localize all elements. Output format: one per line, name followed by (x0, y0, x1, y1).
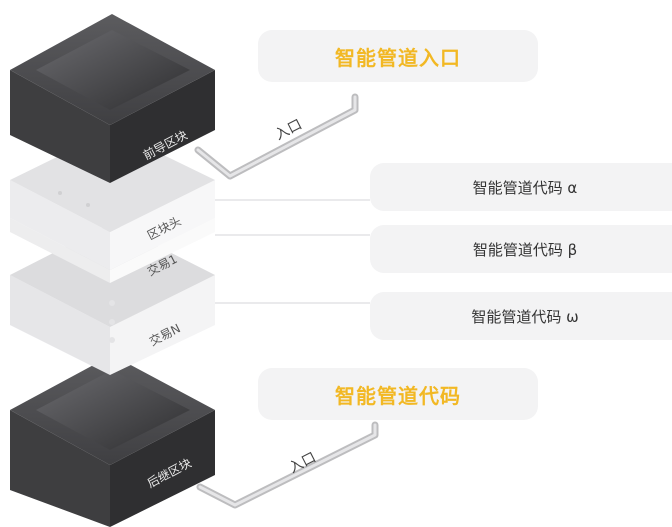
next-block: 后继区块 (10, 355, 215, 527)
smart-pipe-code-text: 智能管道代码 (335, 383, 461, 408)
entry-pipe-top: 入口 (194, 93, 359, 180)
smart-pipe-code-alpha-pill: 智能管道代码 α (370, 163, 672, 211)
prev-block: 前导区块 (10, 14, 215, 183)
smart-pipe-code-omega-text: 智能管道代码 ω (471, 307, 579, 326)
smart-pipe-entry-pill: 智能管道入口 (258, 30, 538, 82)
smart-pipe-entry-text: 智能管道入口 (335, 45, 461, 70)
smart-pipe-code-beta-text: 智能管道代码 β (472, 240, 578, 259)
smart-pipe-code-alpha-text: 智能管道代码 α (472, 178, 578, 197)
smart-pipe-code-beta-pill: 智能管道代码 β (370, 225, 672, 273)
smart-pipe-code-omega-pill: 智能管道代码 ω (370, 292, 672, 340)
entry-pipe-bottom: 入口 (196, 421, 379, 509)
smart-pipe-code-pill: 智能管道代码 (258, 368, 538, 420)
